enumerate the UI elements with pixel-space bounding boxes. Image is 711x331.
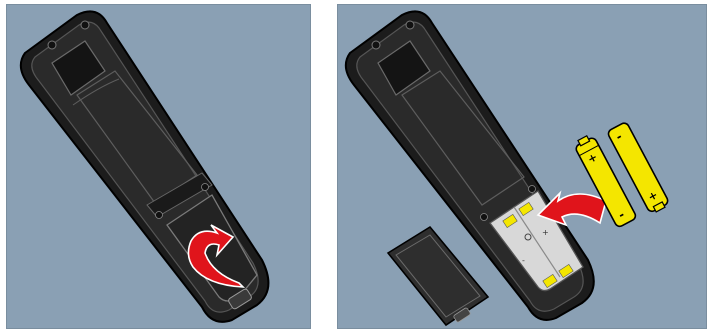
compartment-polarity-minus: - <box>522 256 525 265</box>
battery-insertion-illustration: - + + - - + <box>338 5 706 328</box>
panel-open-cover <box>6 4 311 329</box>
panel-insert-batteries: - + + - - + <box>337 4 707 329</box>
remote-body <box>21 11 269 321</box>
battery-cover <box>388 227 488 325</box>
compartment-polarity-plus: + <box>542 228 549 237</box>
remote-back-illustration <box>7 5 310 328</box>
